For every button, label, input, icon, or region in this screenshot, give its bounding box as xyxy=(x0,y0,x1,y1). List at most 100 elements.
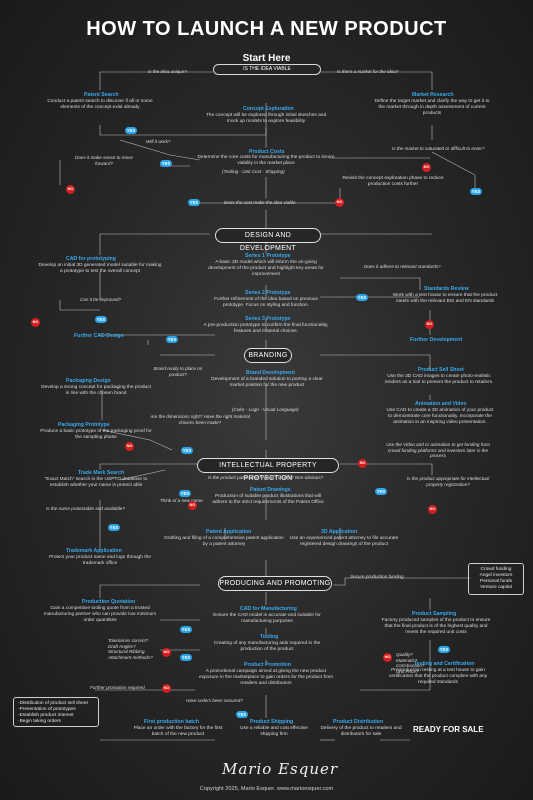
trade-mark-text: "Exact Match" search in the USPTO databa… xyxy=(44,477,148,488)
series2-heading: Series 2 Prototype xyxy=(245,290,291,296)
promotion-list-item: -Distribution of product sell sheet xyxy=(18,701,88,706)
question-brand-ready: Brand ready to place on product? xyxy=(153,366,203,377)
yes-badge: YES xyxy=(470,188,482,195)
product-distribution-text: Delivery of the product to retailers and… xyxy=(320,726,402,737)
yes-badge: YES xyxy=(236,711,248,718)
patent-application-text: Drafting and filing of a comprehensive p… xyxy=(164,536,284,547)
copyright: Copyright 2025, Mario Esquer. www.marioe… xyxy=(199,786,334,792)
product-shipping-heading: Product Shipping xyxy=(250,719,294,725)
brand-development-heading: Brand Development xyxy=(246,370,296,376)
no-badge: NO xyxy=(335,198,344,207)
further-development-heading: Further Development xyxy=(410,337,463,343)
3d-application-text: Use an experienced patent attorney to fi… xyxy=(289,536,399,547)
no-badge: NO xyxy=(31,318,40,327)
question-move-forward: Does it make sense to move forward? xyxy=(75,155,133,166)
section-ip-protection: INTELLECTUAL PROPERTY PROTECTION xyxy=(197,458,339,482)
section-design-development: DESIGN AND DEVELOPMENT xyxy=(215,228,321,252)
product-distribution-heading: Product Distribution xyxy=(333,719,384,725)
no-badge: NO xyxy=(428,505,437,514)
testing-text: Preproduction testing at a test house to… xyxy=(388,668,488,685)
packaging-prototype-text: Produce a basic prototype of the packagi… xyxy=(40,429,152,440)
yes-badge: YES xyxy=(166,336,178,343)
quality-item: Quality? xyxy=(396,652,413,657)
question-patentable: Is the product patentable? Novel? Useful… xyxy=(208,475,324,480)
production-quotation-text: Gain a competitive tooling quote from a … xyxy=(43,606,157,623)
tolerance-item: Tolerances correct? xyxy=(108,638,149,643)
quality-item: Construction? xyxy=(396,663,425,669)
promotion-list-item: -Presentation of prototypes xyxy=(18,707,76,712)
tolerance-item: Draft Angles? xyxy=(108,643,136,649)
question-dimensions: Are the dimensions right? Have the right… xyxy=(150,414,250,425)
tooling-text: Creating of any manufacturing aids requi… xyxy=(213,641,321,652)
question-market: Is there a market for the idea? xyxy=(337,69,399,74)
promotion-list-item: -Establish product interest xyxy=(18,713,74,718)
product-promotion-heading: Product Promotion xyxy=(244,662,291,668)
no-badge: NO xyxy=(383,653,392,662)
section-branding: BRANDING xyxy=(244,348,292,363)
yes-badge: YES xyxy=(160,160,172,167)
product-costs-heading: Product Costs xyxy=(249,149,285,155)
packaging-design-text: Develop a strong concept for packaging t… xyxy=(41,385,151,396)
market-research-text: Define the target market and clarify the… xyxy=(374,99,490,116)
yes-badge: YES xyxy=(181,447,193,454)
quality-item: Unit Price? xyxy=(396,668,419,674)
sell-sheet-text: Use the 3D CAD images to create photo-re… xyxy=(384,374,494,385)
promotion-list-item: -Begin taking orders xyxy=(18,719,61,724)
question-improved: Can it be improved? xyxy=(80,297,122,302)
trade-mark-heading: Trade Mark Search xyxy=(78,470,125,476)
series3-text: A pre-production prototype to confirm th… xyxy=(203,323,329,334)
tolerance-item: Structural Ribbing xyxy=(108,649,145,655)
no-badge: NO xyxy=(66,185,75,194)
question-further-promotion: Further promotion required xyxy=(90,685,145,690)
yes-badge: YES xyxy=(356,294,368,301)
quality-item: Materials? xyxy=(396,657,418,663)
cad-manufacturing-heading: CAD for Manufacturing xyxy=(240,606,297,612)
no-badge: NO xyxy=(162,648,171,657)
funding-options-box: Crowd funding Angel investors Personal f… xyxy=(468,563,524,595)
funding-option: Venture capital xyxy=(480,585,512,590)
animation-heading: Animation and Video xyxy=(415,401,467,407)
crowdfunding-note: Use the Video and or animation to get fu… xyxy=(386,442,490,459)
no-badge: NO xyxy=(358,459,367,468)
question-orders: Have orders been secured? xyxy=(186,698,243,703)
no-badge: NO xyxy=(188,501,197,510)
product-promotion-text: A promotional campaign aimed at giving t… xyxy=(198,669,334,686)
funding-option: Crowd funding xyxy=(480,567,512,572)
start-label: Start Here xyxy=(242,53,291,64)
question-new-name: Think of a new name xyxy=(160,498,203,503)
patent-search-heading: Patent Search xyxy=(84,92,119,98)
brand-development-text: Development of a branded solution to por… xyxy=(211,377,323,388)
yes-badge: YES xyxy=(180,626,192,633)
question-tolerances: Tolerances correct? Draft Angles? Struct… xyxy=(108,638,168,660)
yes-badge: YES xyxy=(95,316,107,323)
yes-badge: YES xyxy=(438,646,450,653)
standards-review-heading: Standards Review xyxy=(424,286,469,292)
cad-manufacturing-text: Ensure the CAD model is accurate and sui… xyxy=(213,613,321,624)
standards-review-text: Work with a test house to ensure that th… xyxy=(392,293,498,304)
secure-funding-label: Secure production funding xyxy=(350,574,404,579)
patent-drawings-heading: Patent Drawings xyxy=(250,487,291,493)
product-shipping-text: Use a reliable and cost effective shippi… xyxy=(240,726,308,737)
page-title: HOW TO LAUNCH A NEW PRODUCT xyxy=(86,18,447,40)
question-will-it-work: Will it work? xyxy=(146,139,171,144)
question-standards: Does it adhere to relevant standards? xyxy=(364,264,441,269)
no-badge: NO xyxy=(422,163,431,172)
yes-badge: YES xyxy=(108,524,120,531)
cad-prototyping-heading: CAD for prototyping xyxy=(66,256,116,262)
section-producing-promoting: PRODUCING AND PROMOTING xyxy=(218,576,332,591)
yes-badge: YES xyxy=(179,490,191,497)
concept-exploration-heading: Concept Exploration xyxy=(243,106,294,112)
promotion-list-box: -Distribution of product sell sheet -Pre… xyxy=(13,697,99,727)
packaging-prototype-heading: Packaging Prototype xyxy=(58,422,110,428)
product-sampling-text: Factory produced samples of the product … xyxy=(381,618,491,635)
funding-option: Personal funds xyxy=(480,579,512,584)
yes-badge: YES xyxy=(188,199,200,206)
question-cost-viable: Does the cost make the idea viable xyxy=(224,200,296,205)
question-quality: Quality? Materials? Construction? Unit P… xyxy=(396,652,424,674)
yes-badge: YES xyxy=(180,654,192,661)
no-badge: NO xyxy=(125,442,134,451)
no-badge: NO xyxy=(425,320,434,329)
first-batch-heading: First production batch xyxy=(144,719,200,725)
brand-development-sub: (Color - Logo - Visual Language) xyxy=(232,407,299,412)
